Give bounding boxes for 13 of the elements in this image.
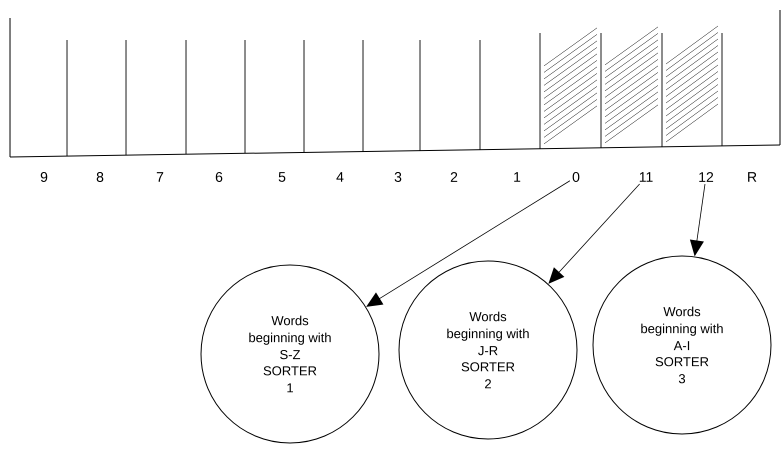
pocket-number: 3: [394, 172, 402, 182]
pocket-number: 1: [514, 172, 520, 182]
pocket-number: 8: [96, 172, 104, 182]
pocket-number: 0: [572, 172, 580, 182]
pocket-number: 12: [699, 172, 714, 182]
pocket-number: 4: [336, 172, 344, 182]
pocket-number: 9: [40, 172, 48, 182]
pocket-number: R: [748, 172, 756, 182]
pocket-number: 11: [640, 172, 653, 182]
pocket-number: 7: [156, 172, 164, 182]
pocket-number: 2: [450, 172, 458, 182]
pocket-number: 6: [216, 172, 222, 182]
pocket-number: 5: [278, 172, 286, 182]
